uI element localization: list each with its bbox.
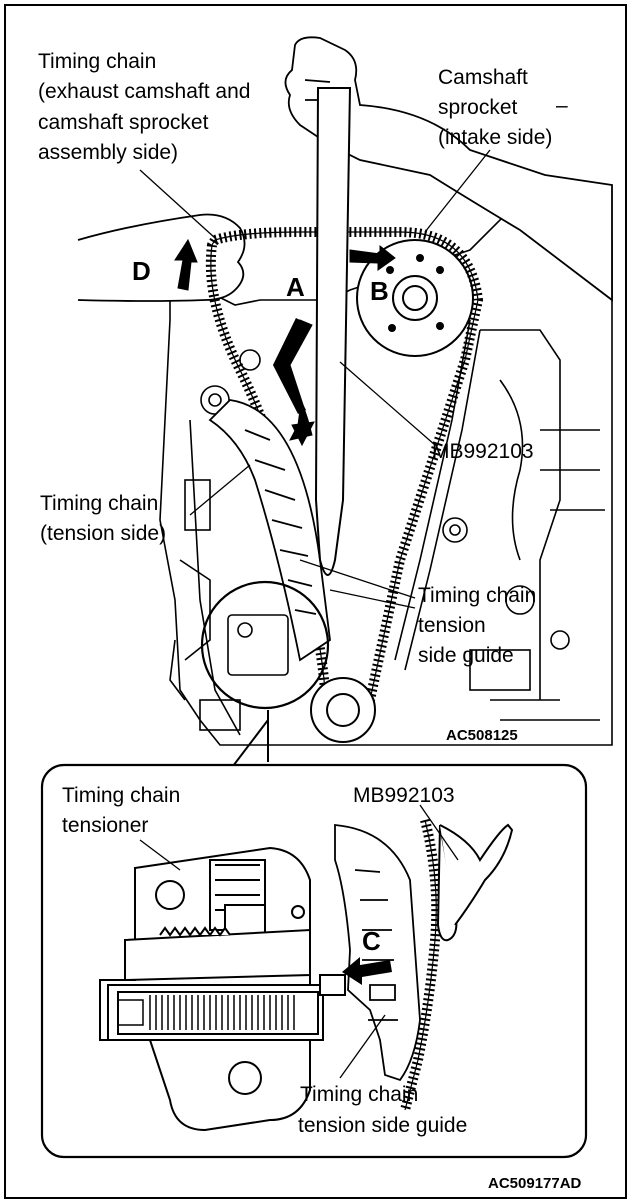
chain-guide-right (394, 319, 481, 671)
arrow-label-c: C (362, 926, 381, 956)
label-timing-chain-tension: Timing chain (tension side) (40, 492, 166, 545)
arrow-a (272, 318, 315, 447)
arrow-d (174, 238, 198, 291)
label-tensioner: Timing chain tensioner (62, 784, 186, 837)
timing-chain-inset (400, 818, 442, 1112)
label-tension-guide-top: Timing chain tension side guide (418, 584, 542, 667)
label-timing-chain-exhaust: Timing chain (exhaust camshaft and camsh… (38, 50, 256, 164)
arrow-label-a: A (286, 272, 305, 302)
label-tool-top: MB992103 (432, 440, 534, 463)
label-tension-guide-inset: Timing chain tension side guide (298, 1083, 467, 1137)
arrow-label-b: B (370, 276, 389, 306)
hand-left (77, 213, 246, 302)
tensioner-body-top (227, 614, 289, 676)
tension-side-guide-inset (334, 824, 421, 1082)
leader-lines-top (139, 149, 491, 609)
leader-lines-inset (139, 804, 459, 1079)
tensioner-spring (117, 995, 295, 1030)
figure-frame (4, 4, 627, 1199)
callout-leader-diag (229, 719, 269, 771)
label-tool-inset: MB992103 (353, 784, 455, 807)
figure-code-top: AC508125 (446, 727, 518, 744)
label-camshaft-dash: – (556, 94, 568, 117)
crankshaft-sprocket (310, 677, 376, 743)
tensioner-callout-circle (200, 580, 330, 710)
camshaft-sprocket-intake (356, 239, 474, 357)
arrow-label-d: D (132, 256, 151, 286)
tensioner-assembly (99, 846, 346, 1132)
special-tool-mb992103 (314, 87, 352, 576)
arrow-b (349, 244, 396, 271)
label-camshaft-sprocket: Camshaft sprocket (intake side) (438, 66, 552, 149)
arrow-c (342, 957, 392, 985)
tension-side-guide-top (208, 399, 331, 662)
special-tool-inset (436, 823, 514, 942)
figure-code-bottom: AC509177AD (488, 1175, 582, 1192)
